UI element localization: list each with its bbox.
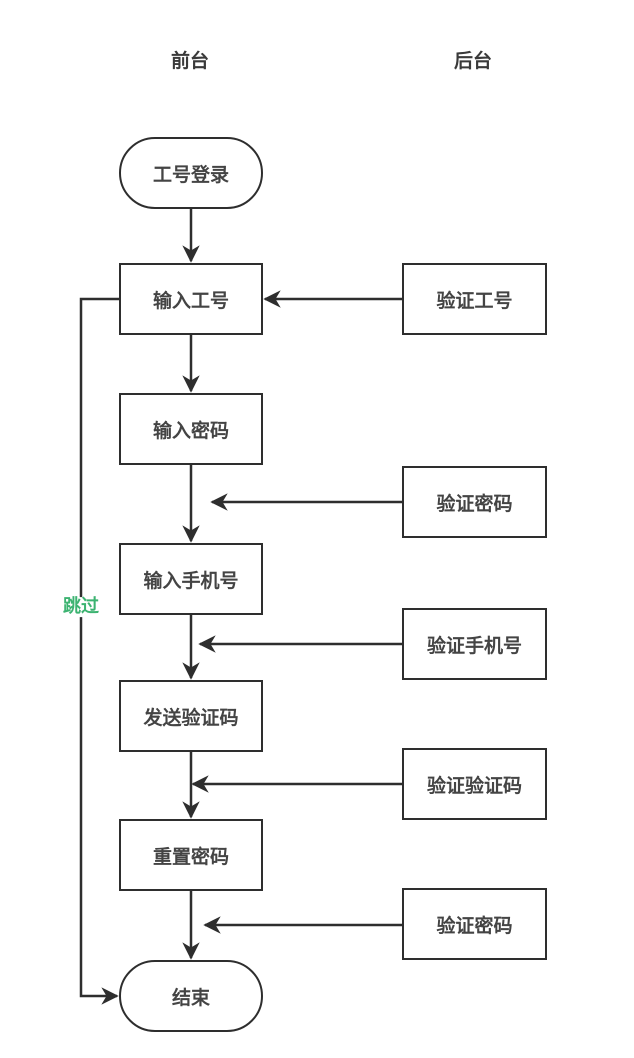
lane-title-backend: 后台 — [453, 50, 493, 72]
skip-edge-label: 跳过 — [63, 596, 99, 618]
node-verify-password-2[interactable]: 验证密码 — [402, 888, 547, 960]
node-start[interactable]: 工号登录 — [119, 137, 263, 209]
node-label: 输入工号 — [152, 289, 229, 312]
node-label: 结束 — [171, 986, 210, 1009]
node-input-id[interactable]: 输入工号 — [119, 263, 263, 335]
node-label: 输入密码 — [152, 419, 229, 442]
node-verify-password[interactable]: 验证密码 — [402, 466, 547, 538]
node-label: 工号登录 — [152, 163, 229, 186]
node-label: 发送验证码 — [143, 706, 239, 729]
node-verify-id[interactable]: 验证工号 — [402, 263, 547, 335]
node-input-phone[interactable]: 输入手机号 — [119, 543, 263, 615]
lane-title-frontend: 前台 — [170, 50, 210, 72]
node-label: 验证密码 — [436, 914, 513, 937]
node-verify-code[interactable]: 验证验证码 — [402, 748, 547, 820]
node-input-password[interactable]: 输入密码 — [119, 393, 263, 465]
node-label: 重置密码 — [152, 845, 229, 868]
node-label: 验证手机号 — [426, 634, 522, 657]
node-verify-phone[interactable]: 验证手机号 — [402, 608, 547, 680]
node-label: 验证工号 — [436, 289, 513, 312]
node-label: 输入手机号 — [143, 569, 239, 592]
node-send-code[interactable]: 发送验证码 — [119, 680, 263, 752]
node-label: 验证密码 — [436, 492, 513, 515]
node-reset-password[interactable]: 重置密码 — [119, 819, 263, 891]
node-label: 验证验证码 — [426, 774, 522, 797]
node-end[interactable]: 结束 — [119, 960, 263, 1032]
edge-skip — [79, 297, 119, 1005]
